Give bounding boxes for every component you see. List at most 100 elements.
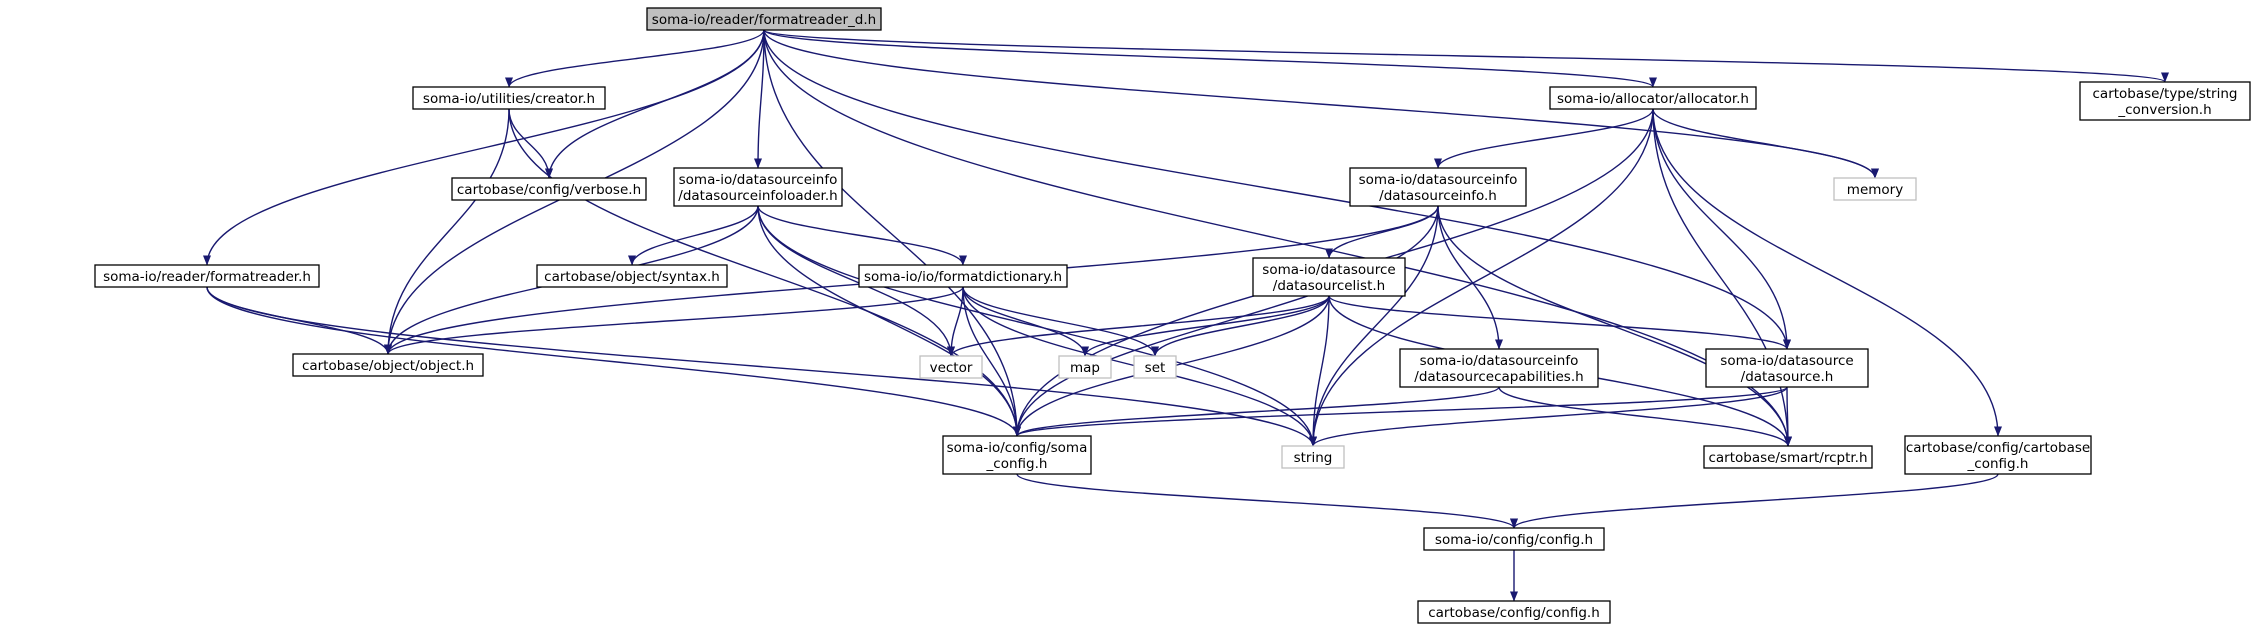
node-box [1417, 600, 1611, 624]
node-label: soma-io/allocator/allocator.h [1557, 91, 1749, 107]
edge-formatdict-to-somaconfig [962, 286, 1021, 437]
node-cbconfig[interactable]: cartobase/config/cartobase_config.h [1904, 435, 2092, 475]
node-label: memory [1847, 182, 1903, 198]
edge-dscap-to-somaconfig [1013, 386, 1500, 437]
node-label: cartobase/config/config.h [1428, 605, 1600, 621]
node-label: _conversion.h [2117, 102, 2211, 118]
edge-creator-to-verbose [508, 108, 553, 179]
node-box [451, 177, 647, 201]
edge-datasource-to-string [1309, 386, 1788, 447]
node-datasource[interactable]: soma-io/datasource/datasource.h [1705, 348, 1869, 388]
node-box [2079, 81, 2251, 121]
node-box [1349, 167, 1527, 207]
node-label: vector [930, 360, 973, 376]
edge-allocator-to-cbconfig [1652, 108, 2002, 437]
node-dscap[interactable]: soma-io/datasourceinfo/datasourcecapabil… [1399, 348, 1599, 388]
edge-dslist-to-set [1151, 295, 1330, 357]
edge-dsinfo-to-dscap [1437, 205, 1503, 350]
node-box [1399, 348, 1599, 388]
node-label: soma-io/reader/formatreader.h [103, 269, 311, 285]
edge-allocator-to-datasource [1652, 108, 1791, 350]
node-map: map [1058, 355, 1112, 379]
node-box [1705, 348, 1869, 388]
node-label: string [1294, 450, 1333, 466]
edge-cbconfig-to-sioconfig [1510, 473, 1999, 529]
node-dslist[interactable]: soma-io/datasource/datasourcelist.h [1252, 257, 1406, 297]
edge-datasource-to-rcptr [1783, 386, 1792, 447]
node-label: /datasource.h [1741, 369, 1834, 385]
node-box [1281, 445, 1345, 469]
node-box [412, 86, 606, 110]
node-label: _config.h [986, 456, 1048, 472]
node-label: /datasourcelist.h [1273, 278, 1385, 294]
node-formatdict[interactable]: soma-io/io/formatdictionary.h [858, 264, 1068, 288]
edge-dslist-to-string [1309, 295, 1330, 447]
node-label: soma-io/reader/formatreader_d.h [652, 12, 876, 28]
node-box [94, 264, 320, 288]
node-formatreader[interactable]: soma-io/reader/formatreader.h [94, 264, 320, 288]
node-rcptr[interactable]: cartobase/smart/rcptr.h [1703, 445, 1873, 469]
node-label: /datasourceinfo.h [1379, 188, 1497, 204]
edge-formatdict-to-map [962, 286, 1089, 357]
node-object[interactable]: cartobase/object/object.h [292, 353, 484, 377]
node-label: cartobase/object/object.h [302, 358, 474, 374]
node-box [1133, 355, 1177, 379]
node-box [942, 435, 1092, 475]
node-label: cartobase/config/verbose.h [457, 182, 641, 198]
node-box [536, 264, 728, 288]
edge-dscap-to-rcptr [1498, 386, 1792, 447]
edge-dslist-to-map [1081, 295, 1330, 357]
edge-formatreader_d-to-stringconv [763, 29, 2169, 83]
edge-allocator-to-dsinfo [1434, 108, 1654, 169]
node-dsinfo[interactable]: soma-io/datasourceinfo/datasourceinfo.h [1349, 167, 1527, 207]
edge-allocator-to-string [1309, 108, 1654, 447]
node-box [646, 7, 882, 31]
node-label: soma-io/config/config.h [1435, 532, 1593, 548]
node-box [1423, 527, 1605, 551]
node-label: cartobase/config/cartobase [1906, 440, 2090, 456]
edge-allocator-to-memory [1652, 108, 1879, 179]
edge-dslist-to-vector [947, 295, 1330, 357]
node-label: /datasourceinfoloader.h [678, 188, 837, 204]
node-verbose[interactable]: cartobase/config/verbose.h [451, 177, 647, 201]
edge-dsinfo-to-somaconfig [1013, 205, 1439, 437]
edge-formatreader_d-to-formatreader [203, 29, 765, 266]
node-cconfig[interactable]: cartobase/config/config.h [1417, 600, 1611, 624]
node-box [1904, 435, 2092, 475]
edge-formatdict-to-object [384, 286, 964, 355]
node-syntax[interactable]: cartobase/object/syntax.h [536, 264, 728, 288]
node-label: soma-io/config/soma [947, 440, 1088, 456]
node-label: cartobase/type/string [2093, 86, 2238, 102]
edge-dsinfoloader-to-string [757, 205, 1317, 447]
edge-formatreader-to-somaconfig [206, 286, 1021, 437]
nodes-layer: soma-io/reader/formatreader_d.h soma-io/u… [94, 7, 2251, 624]
node-stringconv[interactable]: cartobase/type/string_conversion.h [2079, 81, 2251, 121]
node-somaconfig[interactable]: soma-io/config/soma_config.h [942, 435, 1092, 475]
node-creator[interactable]: soma-io/utilities/creator.h [412, 86, 606, 110]
node-dsinfoloader[interactable]: soma-io/datasourceinfo/datasourceinfoloa… [673, 167, 843, 207]
node-label: soma-io/datasource [1262, 262, 1395, 278]
edges-layer [203, 29, 2169, 602]
node-set: set [1133, 355, 1177, 379]
node-label: soma-io/datasourceinfo [1359, 172, 1518, 188]
node-allocator[interactable]: soma-io/allocator/allocator.h [1549, 86, 1757, 110]
node-label: soma-io/utilities/creator.h [423, 91, 595, 107]
node-box [1549, 86, 1757, 110]
node-box [1058, 355, 1112, 379]
edge-formatreader_d-to-somaconfig [763, 29, 1021, 437]
edge-formatreader_d-to-creator [505, 29, 765, 88]
edge-formatdict-to-vector [947, 286, 964, 357]
node-label: soma-io/io/formatdictionary.h [864, 269, 1062, 285]
edge-somaconfig-to-sioconfig [1016, 473, 1518, 529]
edge-formatdict-to-set [962, 286, 1159, 357]
edge-dsinfoloader-to-somaconfig [757, 205, 1021, 437]
node-label: soma-io/datasourceinfo [1420, 353, 1579, 369]
node-formatreader_d[interactable]: soma-io/reader/formatreader_d.h [646, 7, 882, 31]
node-box [919, 355, 983, 379]
edge-datasource-to-somaconfig [1013, 386, 1788, 437]
edge-dslist-to-datasource [1328, 295, 1791, 350]
node-sioconfig[interactable]: soma-io/config/config.h [1423, 527, 1605, 551]
node-label: /datasourcecapabilities.h [1414, 369, 1583, 385]
node-string: string [1281, 445, 1345, 469]
